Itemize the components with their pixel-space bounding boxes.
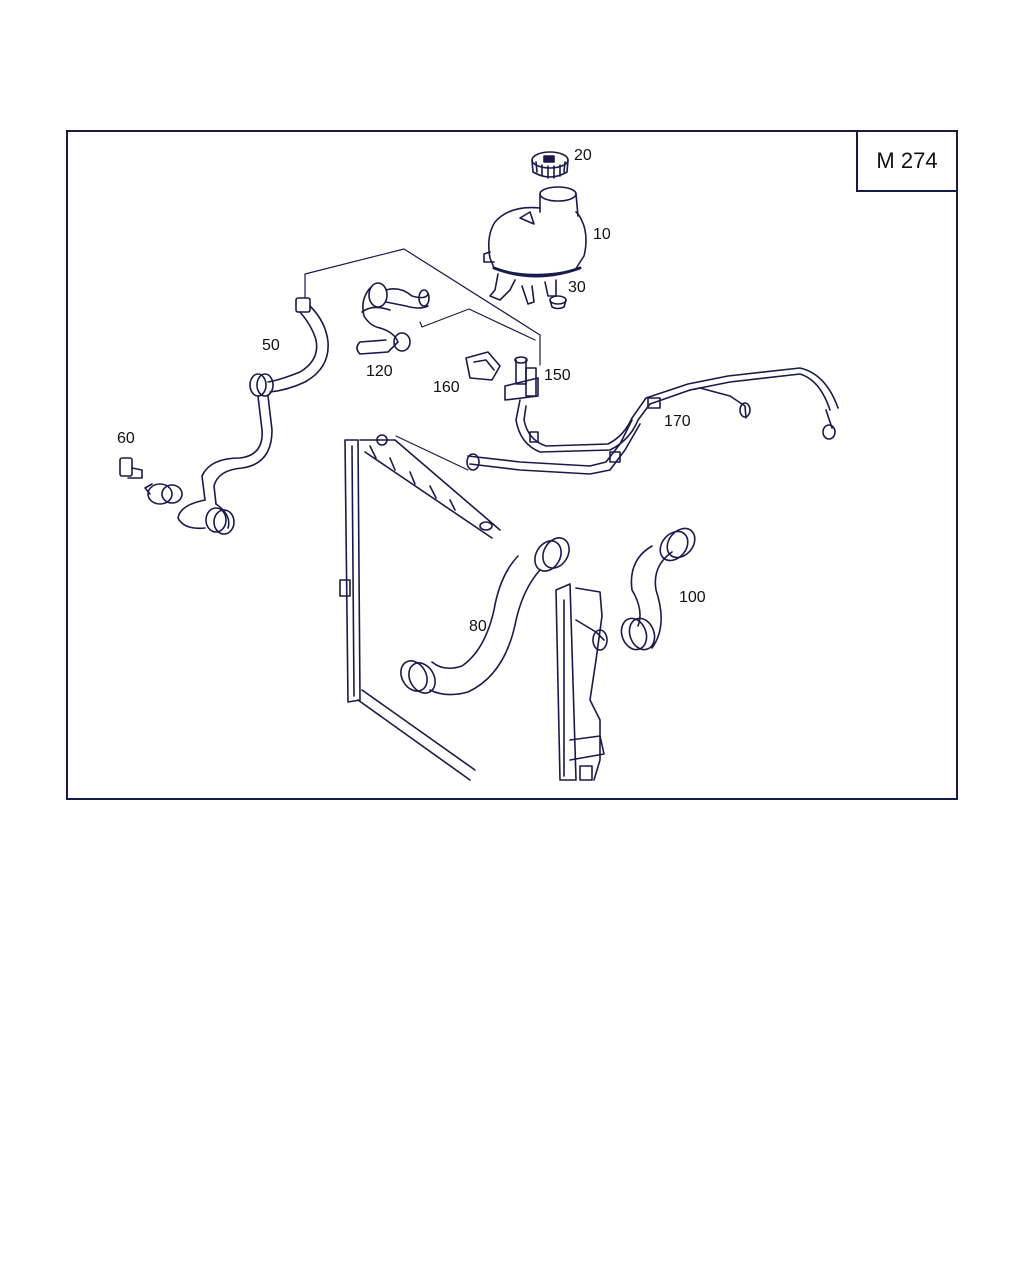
callout-120: 120 (366, 363, 393, 380)
callout-80: 80 (469, 618, 487, 635)
callout-10: 10 (593, 226, 611, 243)
callout-60: 60 (117, 430, 135, 447)
sensor-part-60[interactable] (119, 457, 143, 479)
bracket-part-160[interactable] (465, 351, 501, 381)
model-code-label: M 274 (876, 148, 938, 173)
leader-lines (304, 248, 541, 471)
callout-160: 160 (433, 379, 460, 396)
connector-part-150[interactable] (504, 356, 539, 401)
callout-170: 170 (664, 413, 691, 430)
grommet-part-30[interactable] (549, 295, 567, 310)
hose-part-120[interactable] (356, 282, 430, 355)
hose-part-100[interactable] (617, 523, 700, 653)
hose-part-80[interactable] (396, 533, 575, 698)
hose-part-50[interactable] (144, 297, 329, 535)
callout-20: 20 (574, 147, 592, 164)
radiator (339, 434, 501, 781)
cap-part-20[interactable] (531, 151, 569, 179)
callout-150: 150 (544, 367, 571, 384)
reservoir-part-10[interactable] (483, 186, 587, 305)
coolant-pipe-housing (555, 583, 608, 781)
model-code-box: M 274 (856, 130, 958, 192)
callout-100: 100 (679, 589, 706, 606)
diagram-frame (66, 130, 958, 800)
callout-50: 50 (262, 337, 280, 354)
line-part-170[interactable] (466, 367, 839, 475)
callout-30: 30 (568, 279, 586, 296)
